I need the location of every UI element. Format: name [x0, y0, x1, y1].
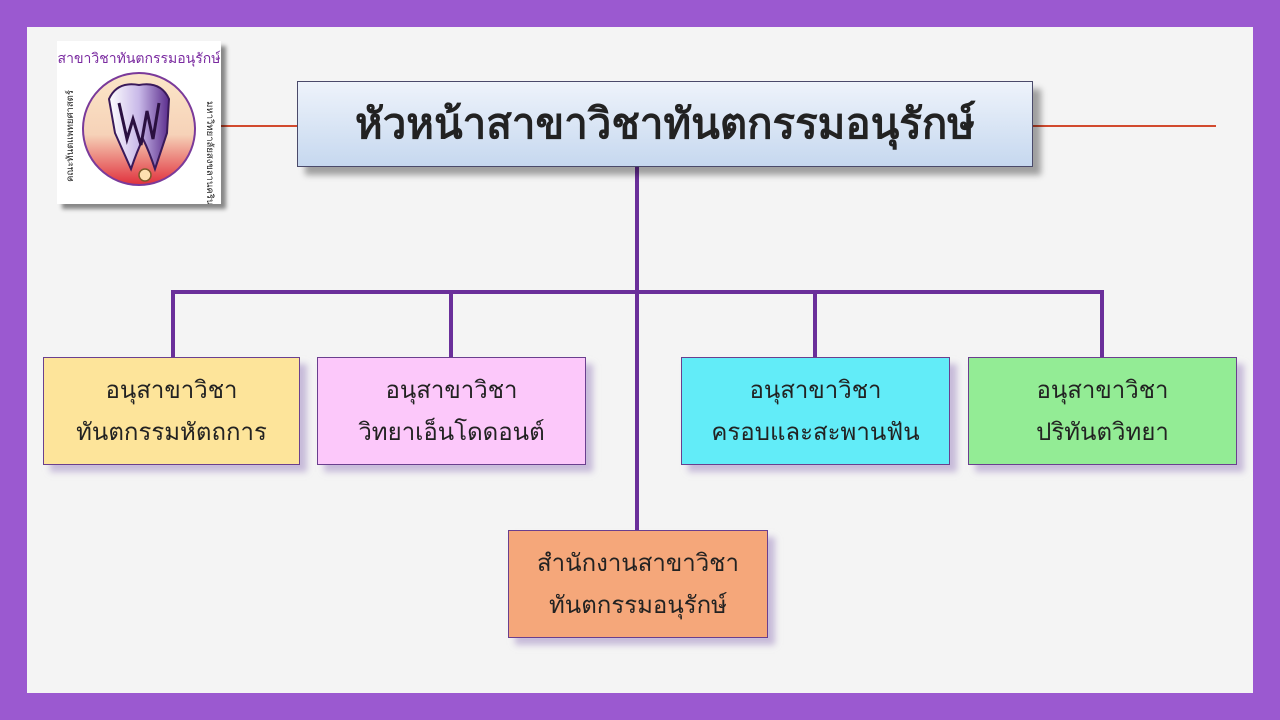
head-of-department-box: หัวหน้าสาขาวิชาทันตกรรมอนุรักษ์ [297, 81, 1033, 167]
logo-right-text: มหาวิทยาลัยสงขลานครินทร์ [204, 101, 216, 204]
subunit-endodontics-box: อนุสาขาวิชา วิทยาเอ็นโดดอนต์ [317, 357, 586, 465]
faculty-logo: สาขาวิชาทันตกรรมอนุรักษ์ คณะทันตแพทยศาสต… [57, 41, 221, 204]
office-line1: สำนักงานสาขาวิชา [537, 549, 739, 577]
subunit-line2: ปริทันตวิทยา [1036, 418, 1169, 446]
subunit-operative-box: อนุสาขาวิชา ทันตกรรมหัตถการ [43, 357, 300, 465]
department-office-box: สำนักงานสาขาวิชา ทันตกรรมอนุรักษ์ [508, 530, 768, 638]
subunit-line2: ทันตกรรมหัตถการ [76, 418, 267, 446]
logo-left-text: คณะทันตแพทยศาสตร์ [64, 90, 76, 182]
subunit-line2: วิทยาเอ็นโดดอนต์ [358, 418, 545, 446]
subunit-line1: อนุสาขาวิชา [105, 376, 238, 404]
subunit-periodontics-box: อนุสาขาวิชา ปริทันตวิทยา [968, 357, 1237, 465]
subunit-line1: อนุสาขาวิชา [385, 376, 518, 404]
subunit-prosthodontics-box: อนุสาขาวิชา ครอบและสะพานฟัน [681, 357, 950, 465]
subunit-line2: ครอบและสะพานฟัน [711, 418, 920, 446]
head-label: หัวหน้าสาขาวิชาทันตกรรมอนุรักษ์ [355, 99, 975, 148]
office-line2: ทันตกรรมอนุรักษ์ [548, 591, 727, 619]
subunit-line1: อนุสาขาวิชา [749, 376, 882, 404]
logo-top-text: สาขาวิชาทันตกรรมอนุรักษ์ [58, 50, 221, 67]
tooth-logo-icon: สาขาวิชาทันตกรรมอนุรักษ์ คณะทันตแพทยศาสต… [58, 50, 221, 204]
subunit-line1: อนุสาขาวิชา [1036, 376, 1169, 404]
